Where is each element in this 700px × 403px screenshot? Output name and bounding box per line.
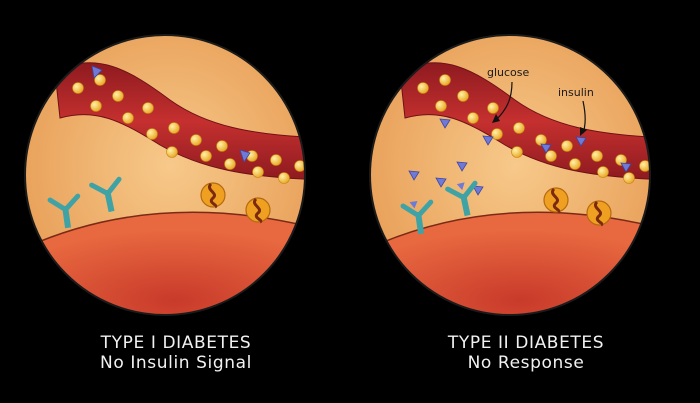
insulin-molecule-icon [456, 161, 468, 172]
insulin-molecule-icon [408, 170, 420, 181]
glucose-molecule-icon [417, 82, 429, 94]
glucose-molecule-icon [224, 158, 236, 170]
glucose-molecule-icon [146, 128, 158, 140]
insulin-receptor-icon [47, 193, 81, 229]
glucose-molecule-icon [615, 154, 627, 166]
blood-vessel [399, 62, 650, 181]
glucose-molecule-icon [90, 100, 102, 112]
glucose-molecule-icon [72, 82, 84, 94]
type2-title: TYPE II DIABETES [447, 333, 605, 353]
cell-membrane [370, 211, 650, 251]
glucose-label: glucose [487, 66, 530, 79]
insulin-molecule-icon [91, 65, 103, 79]
glucose-transporter-icon [245, 197, 271, 224]
type1-caption: TYPE I DIABETES No Insulin Signal [46, 333, 306, 373]
glucose-molecule-icon [623, 172, 635, 184]
glucose-transporter-icon [586, 200, 612, 227]
glucose-molecule-icon [216, 140, 228, 152]
glucose-molecule-icon [252, 166, 264, 178]
cell-membrane [25, 211, 305, 251]
insulin-molecule-icon [435, 177, 447, 188]
glucose-molecules [417, 74, 650, 184]
glucose-molecule-icon [561, 140, 573, 152]
glucose-molecule-icon [545, 150, 557, 162]
glucose-molecule-icon [142, 102, 154, 114]
glucose-molecule-icon [591, 150, 603, 162]
glucose-molecule-icon [511, 146, 523, 158]
insulin-molecule-icon [472, 185, 484, 196]
glucose-molecule-icon [190, 134, 202, 146]
glucose-molecule-icon [457, 90, 469, 102]
glucose-molecule-icon [487, 102, 499, 114]
type2-caption: TYPE II DIABETES No Response [396, 333, 656, 373]
type1-subtitle: No Insulin Signal [100, 353, 252, 373]
glucose-transporter-icon [543, 187, 569, 214]
type1-panel [24, 34, 306, 316]
glucose-transporter-icon [200, 182, 226, 209]
type2-panel: glucose insulin [369, 34, 651, 316]
glucose-molecule-icon [639, 160, 650, 172]
magnifier-rim [369, 34, 651, 316]
glucose-molecule-icon [122, 112, 134, 124]
glucose-molecule-icon [439, 74, 451, 86]
glucose-molecule-icon [513, 122, 525, 134]
glucose-molecule-icon [597, 166, 609, 178]
insulin-molecule-icon [540, 143, 552, 154]
glucose-molecule-icon [294, 160, 305, 172]
glucose-molecule-icon [491, 128, 503, 140]
insulin-receptor-icon [445, 180, 478, 217]
glucose-molecule-icon [535, 134, 547, 146]
glucose-molecule-icon [168, 122, 180, 134]
type2-subtitle: No Response [467, 353, 585, 373]
insulin-receptor-icon [89, 176, 122, 213]
insulin-molecule-icon [482, 135, 494, 146]
insulin-molecule-icon [575, 136, 587, 147]
magnifier-rim [24, 34, 306, 316]
insulin-label: insulin [558, 86, 594, 99]
glucose-molecule-icon [278, 172, 290, 184]
glucose-molecule-icon [435, 100, 447, 112]
arrowhead [580, 127, 587, 136]
insulin-molecule-icon [620, 162, 632, 173]
glucose-molecule-icon [94, 74, 106, 86]
glucose-molecule-icon [200, 150, 212, 162]
type1-title: TYPE I DIABETES [100, 333, 252, 353]
glucose-molecule-icon [569, 158, 581, 170]
arrowhead [492, 114, 500, 123]
insulin-molecule-icon [239, 149, 251, 163]
glucose-molecule-icon [166, 146, 178, 158]
glucose-molecule-icon [112, 90, 124, 102]
glucose-molecule-icon [270, 154, 282, 166]
insulin-molecule-icon [439, 118, 451, 129]
glucose-callout-arrow [495, 81, 513, 121]
blood-vessel [54, 62, 305, 181]
insulin-receptor-icon [400, 199, 434, 235]
glucose-molecule-icon [467, 112, 479, 124]
insulin-molecules [408, 118, 632, 196]
